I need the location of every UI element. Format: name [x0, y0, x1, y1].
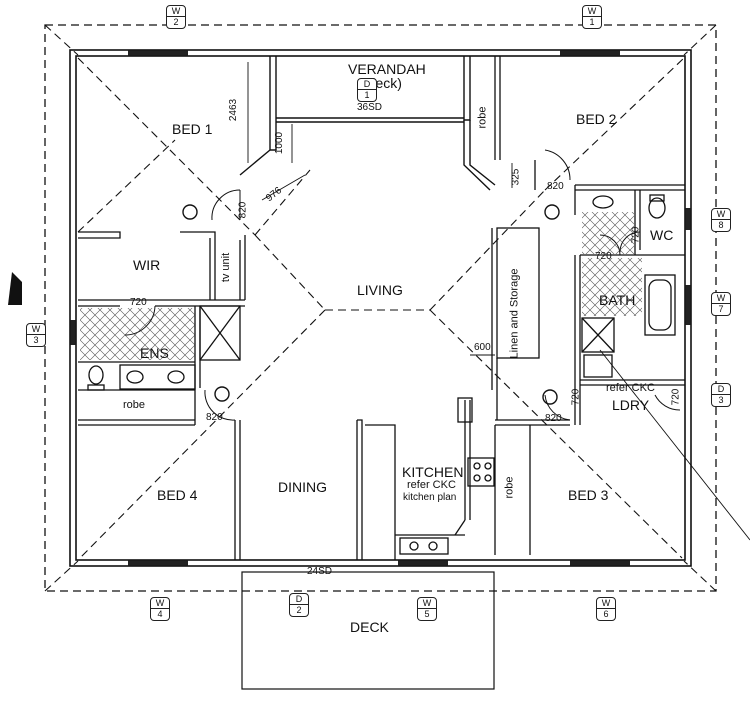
dimension-2463: 2463 [228, 98, 240, 122]
room-label-dining: DINING [278, 479, 327, 495]
dimension-24sd: 24SD [307, 566, 333, 577]
robe-bed3-label: robe [503, 476, 516, 499]
dimension-720-ens: 720 [130, 297, 147, 308]
dimension-720-ldry-left: 720 [570, 388, 582, 406]
robe-bed2-label: robe [476, 106, 489, 129]
room-label-kitchen: KITCHEN [402, 464, 464, 480]
room-label-ens: ENS [140, 345, 169, 361]
dimension-820-bed3: 820 [545, 413, 562, 424]
room-label-verandah: VERANDAH [348, 61, 426, 77]
kitchen-note-refer: refer CKC [407, 479, 456, 491]
room-label-deck: DECK [350, 619, 389, 635]
interior-walls [78, 56, 685, 560]
dimension-820-bed2: 820 [547, 181, 564, 192]
dimension-600: 600 [474, 342, 491, 353]
room-label-living: LIVING [357, 282, 403, 298]
linen-storage-label: Linen and Storage [508, 268, 521, 359]
roof-hip-lines [44, 24, 717, 592]
room-label-ldry: LDRY [612, 397, 650, 413]
dimension-1000: 1000 [274, 131, 286, 155]
tiled-areas [80, 212, 642, 360]
room-label-bath: BATH [599, 292, 636, 308]
windows [70, 50, 691, 566]
dimension-820-bed4: 820 [206, 412, 223, 423]
light-fixture-symbols [182, 204, 560, 405]
dimension-820-bed1: 820 [237, 201, 249, 219]
north-marker [8, 272, 22, 305]
dimension-720-bath: 720 [595, 251, 612, 262]
kitchen-note-plan: kitchen plan [403, 492, 457, 503]
robe-ens-label: robe [123, 399, 146, 411]
room-label-wc: WC [650, 227, 674, 243]
room-label-wir: WIR [133, 257, 161, 273]
dimension-720-ldry-right: 720 [670, 388, 682, 406]
room-label-bed-4: BED 4 [157, 487, 198, 503]
room-label-bed-1: BED 1 [172, 121, 213, 137]
ldry-note: refer CKC [606, 382, 655, 394]
verandah-walls [239, 56, 496, 191]
deck-outline [241, 571, 495, 690]
tv-unit-label: tv unit [220, 252, 233, 283]
exterior-walls [69, 49, 692, 567]
room-label-bed-3: BED 3 [568, 487, 609, 503]
dimension-36sd: 36SD [357, 102, 383, 113]
dimension-720-wc: 720 [630, 226, 642, 244]
room-label-bed-2: BED 2 [576, 111, 617, 127]
dimension-lines [247, 62, 750, 541]
dimension-325: 325 [510, 168, 522, 186]
